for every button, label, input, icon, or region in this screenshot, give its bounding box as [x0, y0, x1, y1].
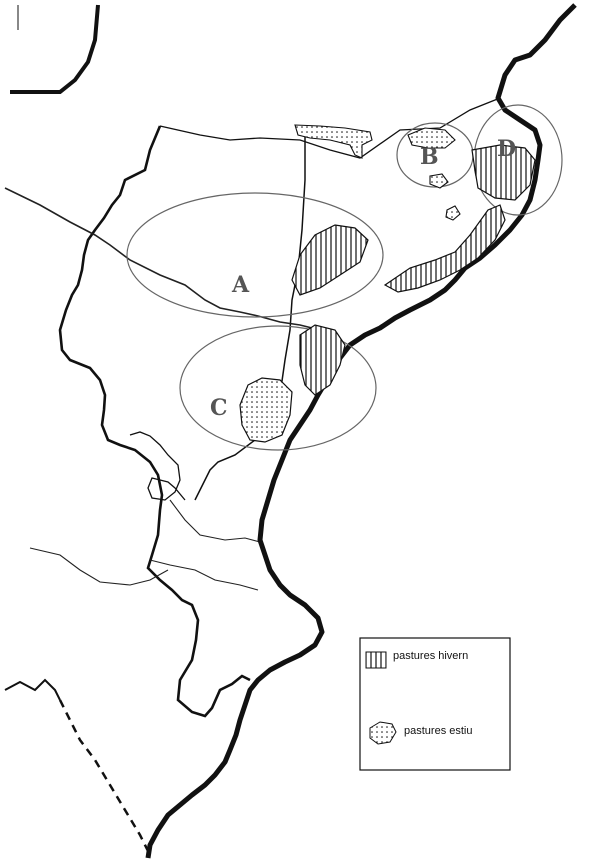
winter-pasture-d	[471, 144, 536, 201]
river-line-south-2	[169, 499, 261, 543]
zone-label-c: C	[210, 395, 228, 421]
zone-ellipse-c	[179, 325, 377, 451]
legend: pastures hivern pastures estiu	[359, 637, 511, 771]
province-boundary	[129, 431, 186, 501]
river-line-a	[4, 187, 341, 341]
summer-pasture-b	[407, 127, 456, 149]
legend-label-summer: pastures estiu	[404, 725, 472, 737]
region-boundary-west	[58, 125, 251, 718]
summer-pasture-b-small	[429, 173, 449, 189]
legend-label-winter: pastures hivern	[393, 650, 468, 662]
zone-label-d: D	[497, 136, 516, 162]
frontier-dashed	[58, 699, 152, 856]
summer-pasture-north	[294, 124, 373, 159]
winter-pasture-c	[299, 324, 346, 396]
winter-pasture-a	[291, 224, 369, 296]
zone-label-b: B	[420, 144, 439, 170]
frontier-north	[159, 97, 501, 159]
winter-pasture-strip	[383, 204, 506, 293]
zone-label-a: A	[231, 272, 250, 298]
summer-pasture-c	[239, 377, 293, 443]
coastline-east	[145, 3, 577, 859]
river-line-south	[29, 547, 169, 586]
river-line-south-3	[149, 559, 259, 591]
frontier-left-edge	[4, 678, 61, 701]
legend-swatch-winter	[365, 651, 387, 669]
summer-pasture-patch	[445, 205, 461, 221]
coastline-top-left	[10, 4, 100, 94]
legend-swatch-summer	[369, 721, 397, 745]
zone-ellipse-a	[126, 192, 384, 318]
